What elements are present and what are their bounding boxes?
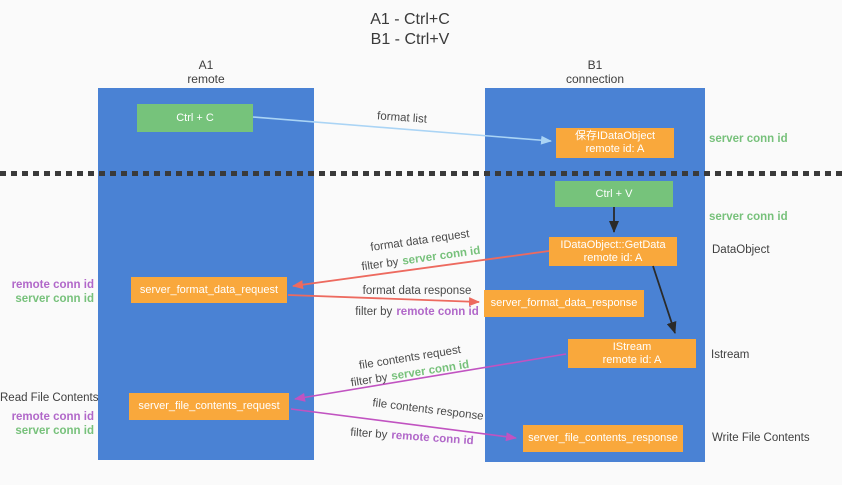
right-label-write-file-contents: Write File Contents — [712, 432, 810, 444]
node-server-format-data-response: server_format_data_response — [484, 290, 644, 317]
flow-label-format-data-response: format data response — [362, 285, 472, 297]
right-label-istream: Istream — [711, 349, 750, 361]
flow-label-file-contents-response: file contents response — [371, 397, 485, 423]
node-save-idataobject-remote-id: remote id: A — [585, 143, 645, 155]
node-istream-remote-id: remote id: A — [602, 353, 662, 366]
node-idataobject-getdata: IDataObject::GetData remote id: A — [549, 237, 677, 266]
lane-header-b1: B1 connection — [485, 58, 705, 86]
node-ctrl-v: Ctrl + V — [555, 181, 673, 207]
node-server-file-contents-response: server_file_contents_response — [523, 425, 683, 452]
machine-boundary-dotted-line — [0, 171, 842, 176]
left-label-server-conn-id-1: server conn id — [15, 293, 94, 305]
left-label-remote-conn-id-1: remote conn id — [11, 279, 94, 291]
lane-a1-role: remote — [187, 72, 225, 86]
title-line-2: B1 - Ctrl+V — [370, 31, 450, 48]
node-server-file-contents-request: server_file_contents_request — [129, 393, 289, 420]
remote-conn-id-text: remote conn id — [396, 306, 479, 318]
right-label-server-conn-id-1: server conn id — [709, 133, 788, 145]
node-server-format-data-request: server_format_data_request — [131, 277, 287, 303]
right-label-server-conn-id-2: server conn id — [709, 211, 788, 223]
left-label-remote-conn-id-2: remote conn id — [11, 411, 94, 423]
node-istream: IStream remote id: A — [568, 339, 696, 368]
node-istream-label: IStream — [612, 340, 652, 353]
node-save-idataobject: 保存IDataObject remote id: A — [556, 128, 674, 158]
flow-label-format-list: format list — [376, 110, 428, 126]
node-getdata-remote-id: remote id: A — [583, 251, 643, 264]
filter-by-text: filter by — [360, 256, 400, 274]
node-getdata-label: IDataObject::GetData — [560, 238, 666, 251]
lane-b1-name: B1 — [587, 58, 603, 72]
right-label-dataobject: DataObject — [712, 244, 770, 256]
filter-by-text: filter by — [349, 371, 389, 390]
filter-by-text: filter by — [349, 426, 388, 442]
filter-by-text: filter by — [355, 306, 393, 318]
node-save-idataobject-label: 保存IDataObject — [574, 130, 656, 142]
node-ctrl-c: Ctrl + C — [137, 104, 253, 132]
lane-a1-name: A1 — [198, 58, 214, 72]
left-label-server-conn-id-2: server conn id — [15, 425, 94, 437]
diagram-title: A1 - Ctrl+C B1 - Ctrl+V — [0, 10, 820, 50]
lane-header-a1: A1 remote — [98, 58, 314, 86]
lane-b1-role: connection — [565, 72, 625, 86]
server-conn-id-text: server conn id — [401, 244, 482, 268]
remote-conn-id-text: remote conn id — [390, 429, 475, 448]
title-line-1: A1 - Ctrl+C — [370, 11, 450, 28]
left-label-read-file-contents: Read File Contents — [0, 392, 99, 404]
